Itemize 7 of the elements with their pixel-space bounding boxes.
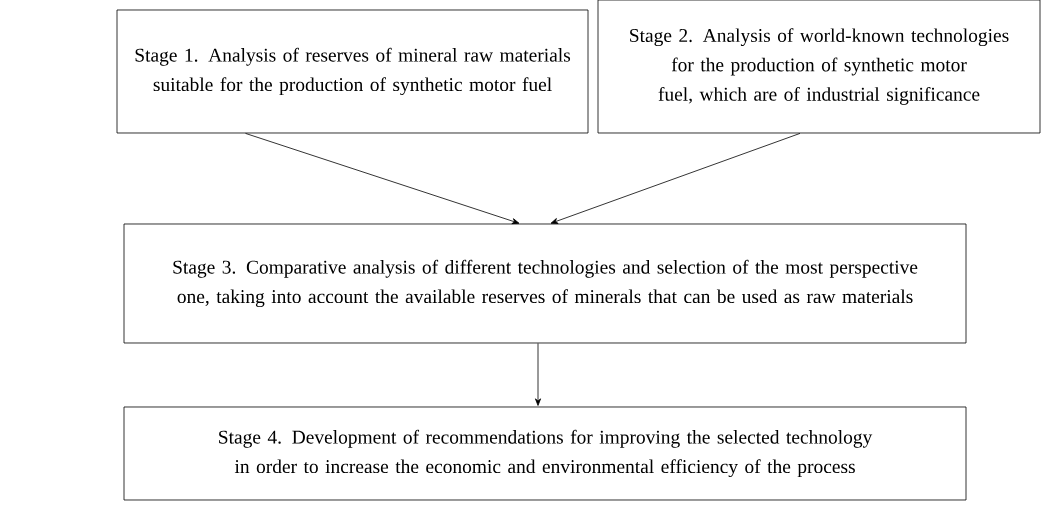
stage-box: Stage 4. Development of recommendations for improving the selected technology in order to increase the economic and environmental efficiency of the process xyxy=(123,406,967,501)
arrow xyxy=(550,133,801,224)
arrow xyxy=(535,343,541,406)
stage-box: Stage 1. Analysis of reserves of mineral raw materials suitable for the production of synthetic motor fuel xyxy=(116,9,589,134)
stage-box: Stage 3. Comparative analysis of different technologies and selection of the most perspective one, taking into account the available reserves of minerals that can be used as raw materials xyxy=(123,223,967,344)
stage-box: Stage 2. Analysis of world-known technologies for the production of synthetic motor fuel, which are of industrial significance xyxy=(597,0,1041,134)
arrow xyxy=(245,133,520,225)
